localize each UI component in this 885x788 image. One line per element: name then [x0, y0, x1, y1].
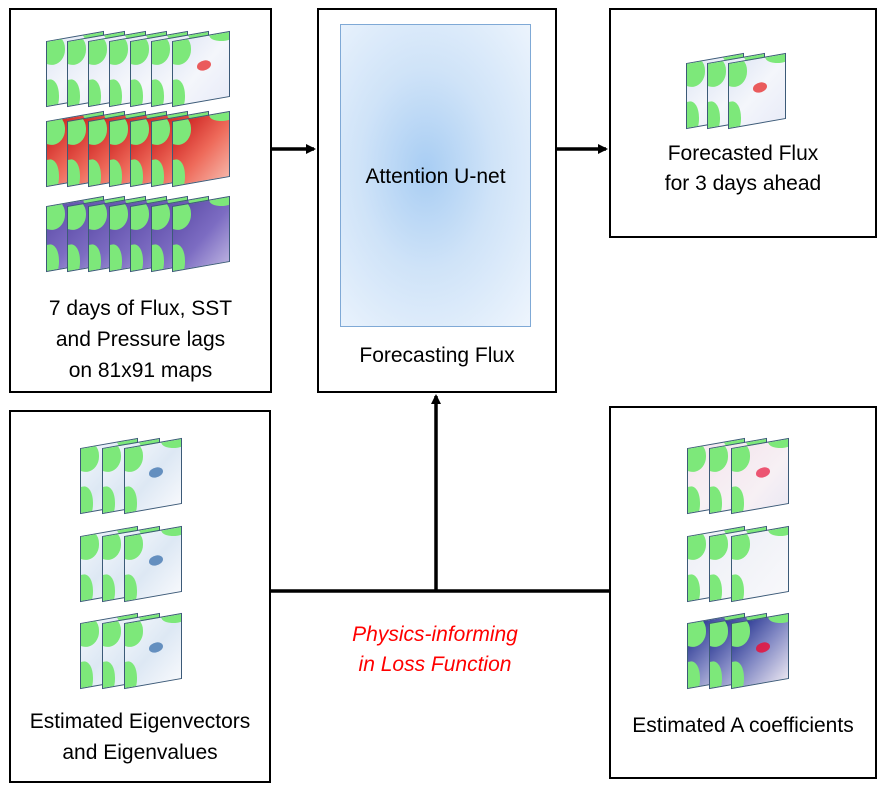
land-mass: [124, 659, 137, 690]
physics-informing-label: Physics-informing in Loss Function: [300, 620, 570, 680]
land-mass: [67, 157, 80, 188]
land-mass: [731, 484, 744, 515]
land-mass: [46, 242, 59, 273]
map-thumbnail: [172, 110, 230, 188]
flux-lag-maps: [46, 30, 246, 110]
land-mass: [46, 157, 59, 188]
pressure-lag-maps: [46, 195, 246, 275]
map-thumbnail: [731, 612, 789, 690]
map-thumbnail: [124, 612, 182, 690]
land-mass: [731, 659, 744, 690]
anomaly-blob: [753, 81, 767, 94]
coeff-maps-2: [687, 525, 797, 605]
land-mass: [80, 659, 93, 690]
land-mass: [687, 572, 700, 603]
land-mass: [102, 484, 115, 515]
sst-lag-maps: [46, 110, 246, 190]
land-mass: [130, 157, 143, 188]
eigen-maps-1: [80, 437, 190, 517]
land-mass: [731, 572, 744, 603]
model-caption: Forecasting Flux: [359, 344, 515, 367]
map-thumbnail: [172, 30, 230, 108]
anomaly-blob: [197, 59, 211, 72]
anomaly-blob: [149, 466, 163, 479]
land-mass: [151, 77, 164, 108]
land-mass: [709, 659, 722, 690]
land-mass: [687, 659, 700, 690]
land-mass: [151, 157, 164, 188]
land-mass: [687, 484, 700, 515]
land-mass: [88, 242, 101, 273]
anomaly-blob: [149, 641, 163, 654]
land-mass: [686, 99, 699, 130]
land-mass: [151, 242, 164, 273]
land-mass: [709, 572, 722, 603]
land-mass: [67, 242, 80, 273]
land-mass: [172, 157, 185, 188]
land-mass: [102, 659, 115, 690]
coeff-caption: Estimated A coefficients: [632, 714, 854, 737]
map-thumbnail: [172, 195, 230, 273]
land-mass: [80, 572, 93, 603]
input-caption-line-2: and Pressure lags: [55, 328, 226, 351]
land-mass: [88, 77, 101, 108]
land-mass: [728, 99, 741, 130]
land-mass: [709, 484, 722, 515]
land-mass: [88, 157, 101, 188]
map-thumbnail: [124, 525, 182, 603]
land-mass: [80, 484, 93, 515]
land-mass: [67, 77, 80, 108]
physics-label-line-1: Physics-informing: [352, 623, 518, 646]
unet-title: Attention U-net: [365, 165, 506, 188]
land-mass: [130, 77, 143, 108]
land-mass: [124, 484, 137, 515]
land-mass: [172, 242, 185, 273]
land-mass: [109, 242, 122, 273]
anomaly-blob: [149, 554, 163, 567]
land-mass: [109, 77, 122, 108]
output-caption-line-1: Forecasted Flux: [667, 142, 819, 165]
map-thumbnail: [731, 525, 789, 603]
map-thumbnail: [728, 52, 786, 130]
land-mass: [124, 572, 137, 603]
coeff-maps-3: [687, 612, 797, 692]
anomaly-blob: [756, 466, 770, 479]
land-mass: [109, 157, 122, 188]
eigen-maps-3: [80, 612, 190, 692]
input-caption-line-1: 7 days of Flux, SST: [48, 297, 233, 320]
land-mass: [172, 77, 185, 108]
output-caption-line-2: for 3 days ahead: [664, 172, 822, 195]
attention-unet-panel: [340, 24, 531, 327]
anomaly-blob: [756, 641, 770, 654]
eigen-caption-line-1: Estimated Eigenvectors: [29, 710, 251, 733]
eigen-maps-2: [80, 525, 190, 605]
eigen-caption-line-2: and Eigenvalues: [62, 741, 218, 764]
land-mass: [130, 242, 143, 273]
map-thumbnail: [124, 437, 182, 515]
land-mass: [707, 99, 720, 130]
coeff-maps-1: [687, 437, 797, 517]
forecast-maps: [686, 52, 796, 132]
land-mass: [102, 572, 115, 603]
physics-label-line-2: in Loss Function: [358, 653, 512, 676]
input-caption-line-3: on 81x91 maps: [68, 359, 213, 382]
land-mass: [46, 77, 59, 108]
map-thumbnail: [731, 437, 789, 515]
